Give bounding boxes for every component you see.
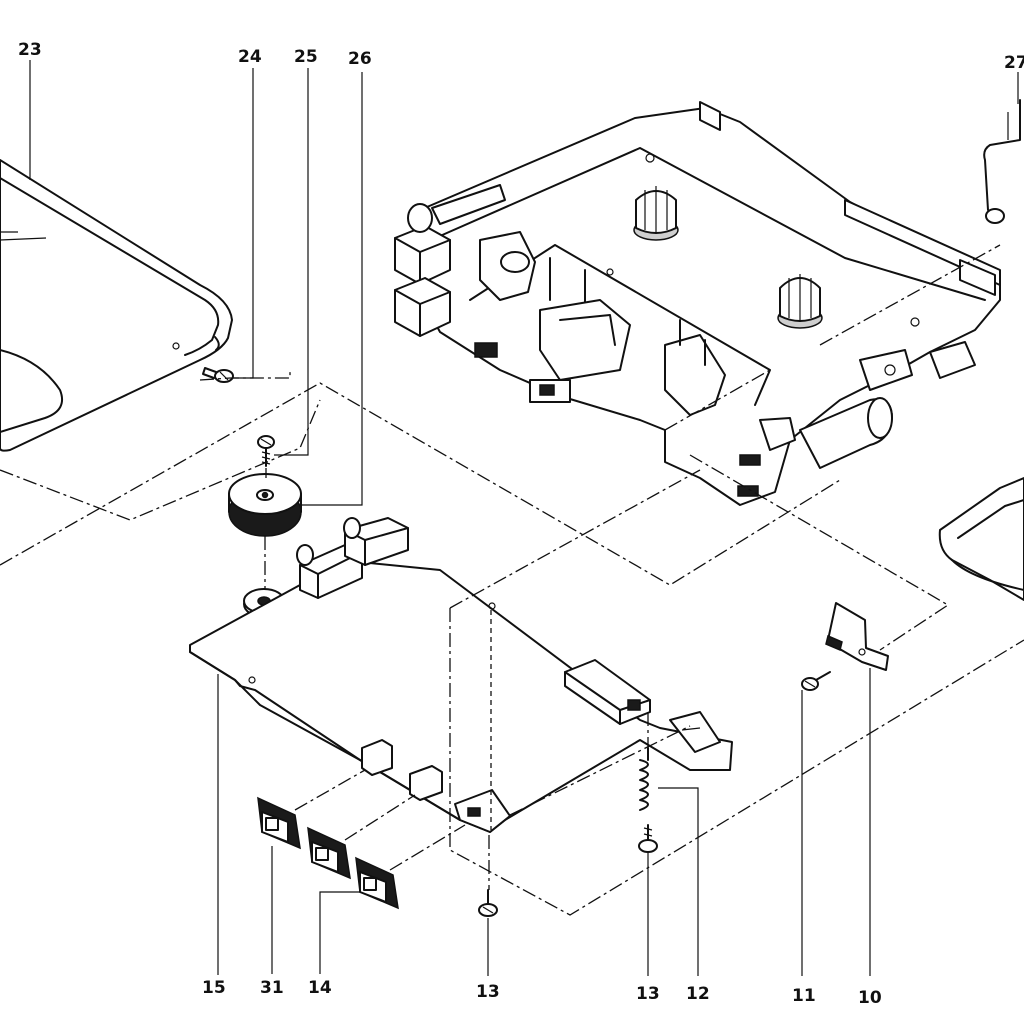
head-block-left <box>394 184 506 337</box>
callout-12: 12 <box>686 984 710 1004</box>
callout-23: 23 <box>18 40 42 60</box>
part-26-knob-wheel <box>228 473 302 537</box>
jack-connectors <box>296 517 409 599</box>
chassis-side-parts <box>474 259 996 403</box>
callout-13-left: 13 <box>476 982 500 1002</box>
case-fragment-right <box>938 477 1024 601</box>
part-14-button-b <box>355 856 399 910</box>
part-14-button-a <box>307 826 351 880</box>
reel-spindle-left <box>633 186 679 241</box>
reel-spindle-right <box>777 274 823 329</box>
part-13-screw-right <box>638 824 658 853</box>
callout-11: 11 <box>792 986 816 1006</box>
part-11-screw <box>801 671 831 691</box>
callout-15: 15 <box>202 978 226 998</box>
part-27-lever-arm <box>983 99 1021 224</box>
part-13-screw-left <box>478 889 498 917</box>
part-23-top-cover <box>0 159 233 452</box>
pinch-roller-assembly <box>479 231 631 381</box>
part-31-button <box>257 796 301 850</box>
part-10-bracket <box>825 602 889 671</box>
callout-10: 10 <box>858 988 882 1008</box>
board-edge-switches <box>361 739 511 833</box>
leader-lines <box>29 60 1019 976</box>
callout-14: 14 <box>308 978 332 998</box>
part-25-screw <box>257 435 275 467</box>
callout-13-right: 13 <box>636 984 660 1004</box>
assembly-lines <box>0 244 1024 916</box>
callout-27: 27 <box>1004 53 1024 73</box>
callout-25: 25 <box>294 47 318 67</box>
callout-31: 31 <box>260 978 284 998</box>
tape-mechanism-chassis <box>419 101 1001 506</box>
callout-26: 26 <box>348 49 372 69</box>
part-15-circuit-board <box>189 559 733 833</box>
callout-24: 24 <box>238 47 262 67</box>
part-12-spring <box>639 747 649 811</box>
motor <box>799 397 893 469</box>
capstan-assembly <box>664 319 796 497</box>
slide-switch <box>564 659 721 753</box>
